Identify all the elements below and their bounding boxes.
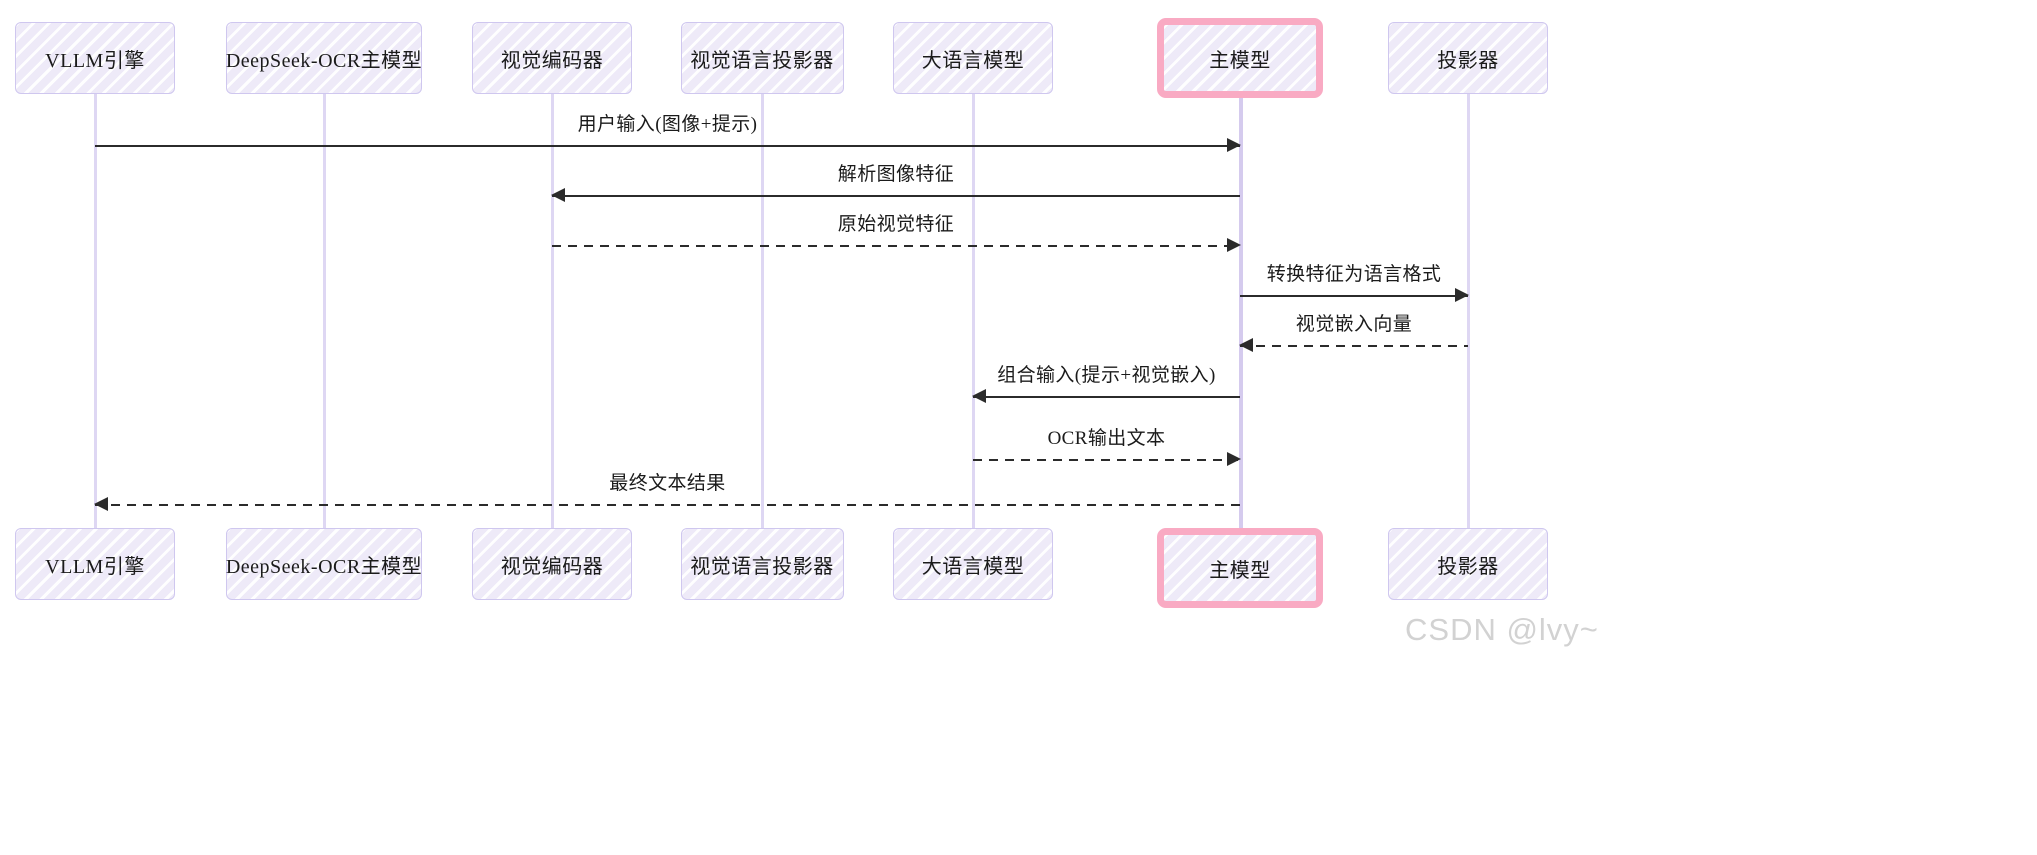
participant-label: 主模型 (1209, 559, 1271, 582)
message-line (973, 459, 1240, 461)
participant-label: VLLM引擎 (45, 49, 145, 72)
lifeline-vision (550, 94, 554, 528)
lifeline-projector (760, 94, 764, 528)
arrowhead-left-icon (94, 497, 108, 511)
participant-vision-top[interactable]: 视觉编码器 (472, 22, 632, 94)
arrowhead-right-icon (1227, 452, 1241, 466)
message-label: 视觉嵌入向量 (1295, 314, 1413, 335)
lifeline-vllm (93, 94, 97, 528)
participant-main-bottom[interactable]: 主模型 (1157, 528, 1323, 608)
message-line (95, 145, 1240, 147)
participant-label: 投影器 (1437, 49, 1499, 72)
participant-main-top[interactable]: 主模型 (1157, 18, 1323, 98)
participant-label: 视觉语言投影器 (690, 49, 834, 72)
participant-llm-bottom[interactable]: 大语言模型 (893, 528, 1053, 600)
participant-vllm-top[interactable]: VLLM引擎 (15, 22, 175, 94)
participant-llm-top[interactable]: 大语言模型 (893, 22, 1053, 94)
message-label: OCR输出文本 (1047, 428, 1166, 449)
message-label: 最终文本结果 (609, 473, 726, 494)
message-line (552, 245, 1240, 247)
participant-label: 大语言模型 (921, 555, 1025, 578)
participant-proj2-top[interactable]: 投影器 (1388, 22, 1548, 94)
participant-label: 主模型 (1209, 49, 1271, 72)
participant-projector-top[interactable]: 视觉语言投影器 (680, 22, 844, 94)
message-label: 原始视觉特征 (837, 214, 955, 235)
participant-ocr-top[interactable]: DeepSeek-OCR主模型 (226, 22, 422, 94)
participant-vision-bottom[interactable]: 视觉编码器 (472, 528, 632, 600)
participant-proj2-bottom[interactable]: 投影器 (1388, 528, 1548, 600)
lifeline-proj2 (1466, 94, 1470, 528)
participant-label: 大语言模型 (921, 49, 1025, 72)
arrowhead-left-icon (972, 389, 986, 403)
lifeline-ocr (322, 94, 326, 528)
message-line (973, 396, 1240, 398)
participant-label: DeepSeek-OCR主模型 (225, 555, 423, 578)
participant-label: DeepSeek-OCR主模型 (225, 49, 423, 72)
participant-vllm-bottom[interactable]: VLLM引擎 (15, 528, 175, 600)
message-line (95, 504, 1240, 506)
participant-label: 视觉语言投影器 (690, 555, 834, 578)
message-label: 解析图像特征 (837, 164, 955, 185)
message-line (1240, 345, 1468, 347)
participant-label: VLLM引擎 (45, 555, 145, 578)
lifeline-llm (971, 94, 975, 528)
csdn-watermark: CSDN @lvy~ (1405, 612, 1599, 647)
arrowhead-left-icon (551, 188, 565, 202)
participant-label: 视觉编码器 (500, 49, 604, 72)
message-line (552, 195, 1240, 197)
arrowhead-right-icon (1455, 288, 1469, 302)
lifeline-main (1238, 98, 1243, 528)
message-label: 组合输入(提示+视觉嵌入) (997, 365, 1216, 386)
arrowhead-left-icon (1239, 338, 1253, 352)
arrowhead-right-icon (1227, 238, 1241, 252)
message-label: 用户输入(图像+提示) (577, 114, 758, 135)
participant-ocr-bottom[interactable]: DeepSeek-OCR主模型 (226, 528, 422, 600)
participant-label: 投影器 (1437, 555, 1499, 578)
message-line (1240, 295, 1468, 297)
participant-projector-bottom[interactable]: 视觉语言投影器 (680, 528, 844, 600)
message-label: 转换特征为语言格式 (1266, 264, 1442, 285)
participant-label: 视觉编码器 (500, 555, 604, 578)
arrowhead-right-icon (1227, 138, 1241, 152)
